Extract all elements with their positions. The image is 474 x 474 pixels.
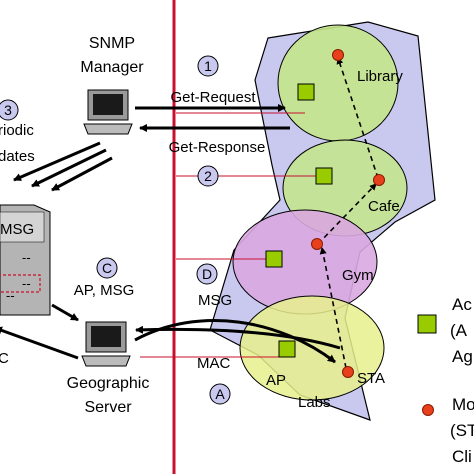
msg-box-dash-2: --: [22, 276, 31, 291]
manager-computer-icon: [83, 89, 133, 135]
legend-sta-line3: Cli: [452, 447, 472, 466]
step-1-label: 1: [204, 58, 212, 74]
sta-labs: [342, 366, 354, 378]
legend-sta-line1: Mo: [452, 395, 474, 414]
server-title-line1: Geographic: [67, 375, 150, 392]
gym-label: Gym: [342, 267, 374, 284]
labs-to-server-arrow: [135, 325, 341, 350]
path-labs-gym: [319, 247, 347, 369]
sta-library: [332, 49, 344, 61]
server-title-line2: Server: [84, 399, 132, 416]
get-request-label: Get-Request: [170, 89, 256, 106]
legend-ap-square: [417, 314, 437, 334]
legend-ap-line1: Ac: [452, 295, 472, 314]
server-to-msg-arrow: [0, 326, 79, 360]
updates-label: dates: [0, 148, 35, 165]
ap-gym: [265, 250, 283, 268]
step-c-label: C: [102, 260, 112, 276]
step-2-label: 2: [204, 168, 212, 184]
legend-sta-dot: [422, 404, 434, 416]
msg-server-box: MSG -- -- --: [0, 204, 51, 316]
labs-label: Labs: [298, 394, 331, 411]
update-arrow-1: [13, 141, 101, 182]
periodic-label: riodic: [0, 122, 34, 139]
left-c-label: C: [0, 350, 9, 367]
path-gym-cafe: [317, 183, 377, 245]
step-a-badge: A: [209, 383, 231, 405]
ap-cafe: [315, 167, 333, 185]
update-arrow-3: [51, 156, 113, 192]
cafe-label: Cafe: [368, 198, 400, 215]
legend-ap-line2: (A: [450, 321, 468, 340]
server-computer-icon: [81, 321, 131, 367]
ap-library: [297, 83, 315, 101]
get-response-label: Get-Response: [169, 139, 266, 156]
step-c-badge: C: [96, 257, 118, 279]
sta-cafe: [373, 174, 385, 186]
legend-ap-line3: Ag: [452, 347, 473, 366]
legend-sta-line2: (ST: [450, 421, 474, 440]
step-3-label: 3: [4, 102, 12, 118]
ap-labs: [278, 340, 296, 358]
path-cafe-library: [336, 57, 379, 179]
step-1-badge: 1: [197, 55, 219, 77]
step-3-badge: 3: [0, 99, 19, 121]
msg-box-dash-3: --: [6, 288, 15, 303]
step-d-badge: D: [196, 263, 218, 285]
update-arrow-2: [31, 148, 107, 188]
msg-box-dash-1: --: [22, 250, 31, 265]
sta-gym: [311, 238, 323, 250]
ap-msg-label: AP, MSG: [74, 282, 135, 299]
msg-to-server-arrow: [51, 303, 79, 322]
step-2-badge: 2: [197, 165, 219, 187]
msg-box-title: MSG: [0, 221, 34, 238]
manager-title-line1: SNMP: [89, 35, 135, 52]
msg-label: MSG: [198, 292, 232, 309]
sta-label: STA: [357, 370, 385, 387]
ap-label: AP: [266, 372, 286, 389]
step-a-label: A: [215, 386, 225, 402]
library-label: Library: [357, 68, 403, 85]
manager-title-line2: Manager: [80, 59, 144, 76]
step-d-label: D: [202, 266, 212, 282]
mac-label: MAC: [197, 355, 231, 372]
